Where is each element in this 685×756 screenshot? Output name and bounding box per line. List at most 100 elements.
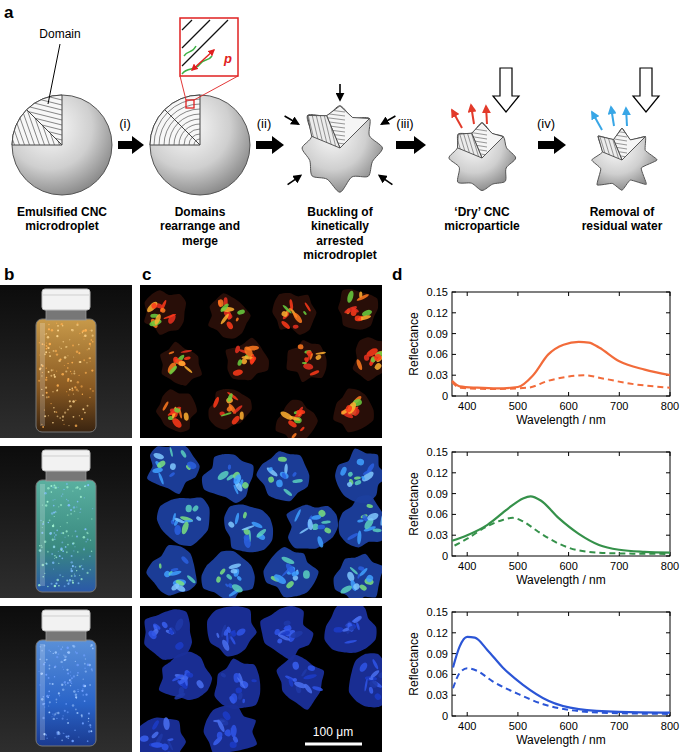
helicoid-line xyxy=(609,127,619,160)
reflection-speck xyxy=(165,629,174,635)
glitter-speck xyxy=(47,336,49,338)
glitter-speck xyxy=(87,740,89,742)
glitter-speck xyxy=(64,365,65,366)
glitter-speck xyxy=(82,688,84,690)
microparticle xyxy=(157,498,210,546)
glitter-speck xyxy=(45,674,47,676)
reflection-speck xyxy=(151,719,160,730)
reflection-speck xyxy=(371,658,379,670)
glitter-speck xyxy=(73,393,74,394)
glitter-speck xyxy=(38,671,39,672)
glitter-speck xyxy=(55,737,56,738)
reflection-speck xyxy=(304,302,312,312)
glitter-speck xyxy=(73,356,74,357)
concentric-layer xyxy=(164,109,236,181)
glitter-speck xyxy=(75,530,77,532)
glitter-speck xyxy=(67,500,68,501)
glitter-speck xyxy=(75,566,77,568)
domain-lines xyxy=(589,127,627,165)
glitter-speck xyxy=(71,570,74,573)
glitter-speck xyxy=(76,351,78,353)
glitter-speck xyxy=(49,665,51,667)
glitter-speck xyxy=(66,551,68,553)
helicoid-line xyxy=(593,127,603,160)
glitter-speck xyxy=(46,348,48,350)
glitter-speck xyxy=(83,679,84,680)
x-tick xyxy=(670,452,671,456)
reflection-speck xyxy=(366,504,373,509)
helicoid-line xyxy=(449,149,487,155)
helicoid-line xyxy=(473,125,483,158)
glitter-speck xyxy=(59,555,61,557)
glitter-speck xyxy=(65,736,67,738)
glitter-speck xyxy=(79,575,80,576)
x-tick xyxy=(619,612,620,616)
reflection-speck xyxy=(238,692,244,700)
step-number: (iv) xyxy=(537,117,555,130)
reflection-speck xyxy=(299,426,305,432)
reflection-speck xyxy=(373,353,383,363)
reflection-speck xyxy=(168,351,174,355)
stage-node: ‘Dry’ CNC microparticle xyxy=(428,88,536,234)
cap-rim xyxy=(43,616,89,617)
glitter-speck xyxy=(50,403,51,404)
glitter-speck xyxy=(62,420,63,421)
microparticle xyxy=(144,290,186,335)
reflection-speck xyxy=(299,527,310,535)
glitter-speck xyxy=(45,379,47,381)
x-tick-label: 600 xyxy=(559,561,577,572)
helicoid-line xyxy=(449,125,459,158)
reflection-speck xyxy=(289,299,294,310)
glitter-speck xyxy=(85,694,87,696)
reflection-speck xyxy=(283,620,291,627)
glitter-speck xyxy=(79,488,81,490)
y-axis-title: Reflectance xyxy=(408,472,420,535)
glitter-speck xyxy=(67,719,68,720)
reflection-speck xyxy=(303,570,310,579)
microparticle xyxy=(339,495,392,547)
glitter-speck xyxy=(48,706,49,707)
reflection-speck xyxy=(226,405,234,413)
x-tick xyxy=(568,392,569,396)
reflection-speck xyxy=(307,665,316,672)
helicoid-line xyxy=(12,93,62,106)
vial-cap xyxy=(42,610,90,631)
reflection-speck xyxy=(242,511,247,518)
y-tick xyxy=(666,396,670,397)
reflection-speck xyxy=(292,678,297,683)
glitter-speck xyxy=(92,670,93,671)
glitter-speck xyxy=(45,387,47,389)
glitter-speck xyxy=(45,351,47,353)
reflection-speck xyxy=(356,458,364,466)
glitter-speck xyxy=(46,695,49,698)
domain-lines xyxy=(449,125,491,158)
glitter-speck xyxy=(46,737,48,739)
nematic-layer xyxy=(182,20,210,48)
glitter-speck xyxy=(73,506,75,508)
reflection-speck xyxy=(316,535,324,548)
reflection-speck xyxy=(225,320,234,330)
glitter-speck xyxy=(72,344,74,346)
helicoid-line xyxy=(589,159,627,165)
reflection-speck xyxy=(315,354,323,361)
reflection-speck xyxy=(212,396,220,408)
glass-highlight xyxy=(40,484,45,586)
glitter-speck xyxy=(65,703,67,705)
callout-label: Domain xyxy=(39,28,80,40)
y-tick-label: 0.12 xyxy=(427,307,448,318)
glitter-speck xyxy=(49,519,51,521)
vial-neck xyxy=(46,630,86,641)
process-arrow xyxy=(256,141,272,149)
step-number: (ii) xyxy=(257,117,271,130)
glitter-speck xyxy=(69,389,71,391)
y-tick-label: 0.09 xyxy=(427,328,448,339)
glitter-speck xyxy=(55,511,56,512)
reflection-speck xyxy=(230,415,241,426)
glass-highlight xyxy=(40,323,45,426)
glitter-speck xyxy=(47,347,49,349)
reflection-speck xyxy=(312,685,324,691)
glitter-speck xyxy=(45,504,47,506)
reflection-speck xyxy=(161,621,169,629)
helicoid-line xyxy=(12,103,62,116)
